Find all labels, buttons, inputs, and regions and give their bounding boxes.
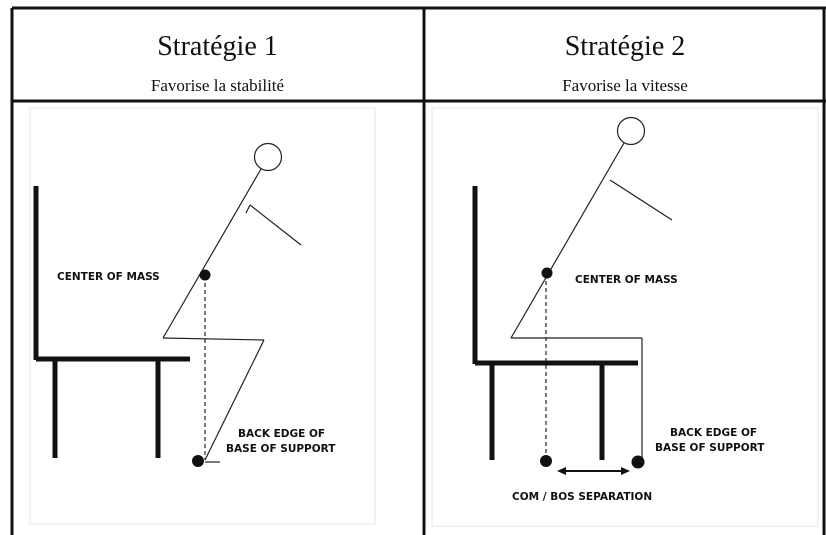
stick-figure-1: [162, 142, 302, 463]
strategy-1-subtitle: Favorise la stabilité: [150, 76, 285, 95]
back-edge-dot-1: [192, 455, 204, 467]
strategy-2-title: Stratégie 2: [564, 31, 686, 62]
head-2: [616, 116, 646, 146]
head-1: [253, 142, 283, 172]
center-of-mass-label-2: CENTER OF MASS: [575, 274, 678, 286]
trunk-1: [162, 168, 262, 339]
arm-1: [249, 204, 302, 246]
back-edge-label-1b: BASE OF SUPPORT: [226, 443, 336, 455]
center-of-mass-label-1: CENTER OF MASS: [57, 271, 160, 283]
thigh-1: [162, 337, 265, 341]
diagram-strategy-1: CENTER OF MASS BACK EDGE OF BASE OF SUPP…: [33, 142, 336, 467]
separation-label: COM / BOS SEPARATION: [512, 491, 652, 503]
strategy-2-subtitle: Favorise la vitesse: [562, 76, 688, 95]
back-edge-dot-2: [631, 455, 645, 469]
table-grid: [10, 6, 826, 535]
back-edge-label-2b: BASE OF SUPPORT: [655, 442, 765, 454]
center-of-mass-dot-1: [199, 269, 211, 281]
center-of-mass-dot-2: [541, 267, 553, 279]
arm-2: [609, 179, 673, 221]
strategy-1-title: Stratégie 1: [157, 31, 278, 62]
shank-1: [204, 339, 265, 461]
back-edge-label-2a: BACK EDGE OF: [670, 427, 757, 439]
chair-2: [472, 186, 638, 460]
separation-arrow: [557, 467, 630, 475]
stick-figure-2: [510, 116, 673, 460]
diagram-strategy-2: CENTER OF MASS BACK EDGE OF BASE OF SUPP…: [472, 116, 765, 503]
diagram-1-frame: [29, 107, 376, 525]
chair-1: [33, 186, 190, 458]
back-edge-label-1a: BACK EDGE OF: [238, 428, 325, 440]
diagram-2-frame: [431, 107, 819, 527]
trunk-2: [510, 142, 625, 339]
com-projection-dot-2: [540, 455, 552, 467]
